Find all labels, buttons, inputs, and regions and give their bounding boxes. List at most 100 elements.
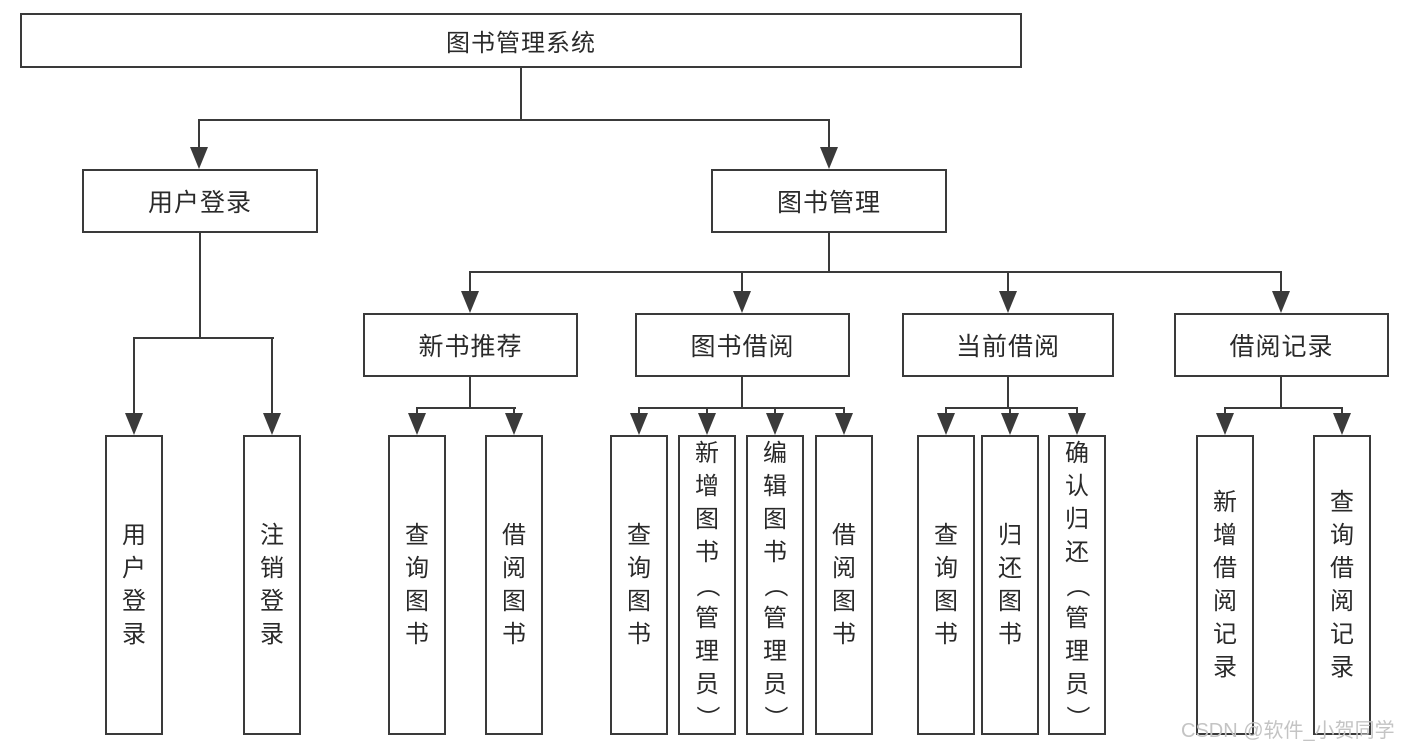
- connector-line: [198, 119, 200, 151]
- vertical-char: 图: [502, 588, 526, 615]
- vertical-char: 理: [695, 637, 719, 665]
- vertical-char: 记: [1213, 621, 1237, 648]
- vertical-char: 借: [502, 522, 526, 549]
- vertical-char: 阅: [1330, 588, 1354, 615]
- vertical-char: 阅: [1213, 588, 1237, 615]
- watermark-text: CSDN @软件_小贺同学: [1181, 720, 1395, 742]
- connector-line: [416, 407, 516, 409]
- connector-line: [133, 337, 274, 339]
- leaf-confirm-return-admin: 确认归还（管理员）: [1048, 435, 1106, 735]
- vertical-char: 增: [695, 472, 719, 500]
- arrowhead-down: [1333, 413, 1351, 435]
- leaf-borrow-books: 借阅图书: [815, 435, 873, 735]
- vertical-char: 书: [832, 621, 856, 648]
- vertical-char: 员: [1065, 670, 1089, 698]
- vertical-char: 注: [260, 522, 284, 549]
- vertical-char: 图: [763, 505, 787, 533]
- arrowhead-down: [1216, 413, 1234, 435]
- vertical-char: 录: [1213, 654, 1237, 681]
- arrowhead-down: [1068, 413, 1086, 435]
- connector-line: [133, 337, 135, 417]
- node-user-login: 用户登录: [82, 169, 318, 233]
- vertical-char: 借: [832, 522, 856, 549]
- vertical-char: 询: [1330, 522, 1354, 549]
- arrowhead-down: [733, 291, 751, 313]
- connector-line: [1280, 271, 1282, 297]
- connector-line: [1007, 377, 1009, 408]
- arrowhead-down: [505, 413, 523, 435]
- connector-line: [469, 271, 471, 297]
- vertical-char: （: [1063, 573, 1091, 597]
- connector-line: [741, 377, 743, 408]
- connector-line: [1007, 271, 1009, 297]
- vertical-char: 阅: [832, 555, 856, 582]
- vertical-char: 管: [1065, 604, 1089, 632]
- connector-line: [1224, 407, 1343, 409]
- arrowhead-down: [820, 147, 838, 169]
- vertical-char: ）: [761, 705, 789, 729]
- vertical-char: 书: [934, 621, 958, 648]
- arrowhead-down: [766, 413, 784, 435]
- arrowhead-down: [125, 413, 143, 435]
- vertical-char: 还: [1065, 538, 1089, 566]
- vertical-char: 还: [998, 555, 1022, 582]
- vertical-char: 录: [122, 621, 146, 648]
- vertical-char: 理: [763, 637, 787, 665]
- vertical-char: 查: [1330, 489, 1354, 516]
- connector-line: [1280, 377, 1282, 408]
- node-label: 图书借阅: [690, 333, 795, 361]
- leaf-borrow-books-recommend: 借阅图书: [485, 435, 543, 735]
- node-label: 新书推荐: [418, 333, 523, 361]
- leaf-user-login: 用户登录: [105, 435, 163, 735]
- vertical-char: 归: [1065, 505, 1089, 533]
- arrowhead-down: [461, 291, 479, 313]
- vertical-char: 确: [1065, 439, 1089, 467]
- vertical-char: 查: [934, 522, 958, 549]
- vertical-char: 图: [405, 588, 429, 615]
- vertical-char: 理: [1065, 637, 1089, 665]
- vertical-char: （: [693, 573, 721, 597]
- vertical-char: 图: [627, 588, 651, 615]
- vertical-char: 书: [405, 621, 429, 648]
- vertical-char: 员: [695, 670, 719, 698]
- vertical-char: 阅: [502, 555, 526, 582]
- connector-line: [469, 271, 1282, 273]
- leaf-query-books-current: 查询图书: [917, 435, 975, 735]
- node-root-library-system: 图书管理系统: [20, 13, 1022, 68]
- vertical-char: 图: [695, 505, 719, 533]
- vertical-char: 录: [260, 621, 284, 648]
- connector-line: [199, 233, 201, 337]
- leaf-logout: 注销登录: [243, 435, 301, 735]
- vertical-char: 借: [1213, 555, 1237, 582]
- leaf-add-books-admin: 新增图书（管理员）: [678, 435, 736, 735]
- leaf-add-borrow-record: 新增借阅记录: [1196, 435, 1254, 735]
- vertical-char: 询: [934, 555, 958, 582]
- connector-line: [469, 377, 471, 408]
- vertical-char: 辑: [763, 472, 787, 500]
- vertical-char: 书: [763, 538, 787, 566]
- vertical-char: 户: [122, 555, 146, 582]
- arrowhead-down: [999, 291, 1017, 313]
- vertical-char: 归: [998, 522, 1022, 549]
- arrowhead-down: [835, 413, 853, 435]
- vertical-char: 查: [405, 522, 429, 549]
- vertical-char: 新: [695, 439, 719, 467]
- vertical-char: 员: [763, 670, 787, 698]
- leaf-query-books-recommend: 查询图书: [388, 435, 446, 735]
- vertical-char: 新: [1213, 489, 1237, 516]
- vertical-char: 增: [1213, 522, 1237, 549]
- node-label: 图书管理系统: [446, 30, 596, 57]
- connector-line: [828, 233, 830, 273]
- connector-line: [741, 271, 743, 297]
- vertical-char: 书: [998, 621, 1022, 648]
- vertical-char: 认: [1065, 472, 1089, 500]
- vertical-char: 书: [627, 621, 651, 648]
- node-label: 借阅记录: [1229, 333, 1334, 361]
- vertical-char: 书: [695, 538, 719, 566]
- vertical-char: 录: [1330, 654, 1354, 681]
- node-label: 用户登录: [147, 189, 252, 217]
- connector-line: [945, 407, 1078, 409]
- vertical-char: 登: [122, 588, 146, 615]
- vertical-char: 管: [763, 604, 787, 632]
